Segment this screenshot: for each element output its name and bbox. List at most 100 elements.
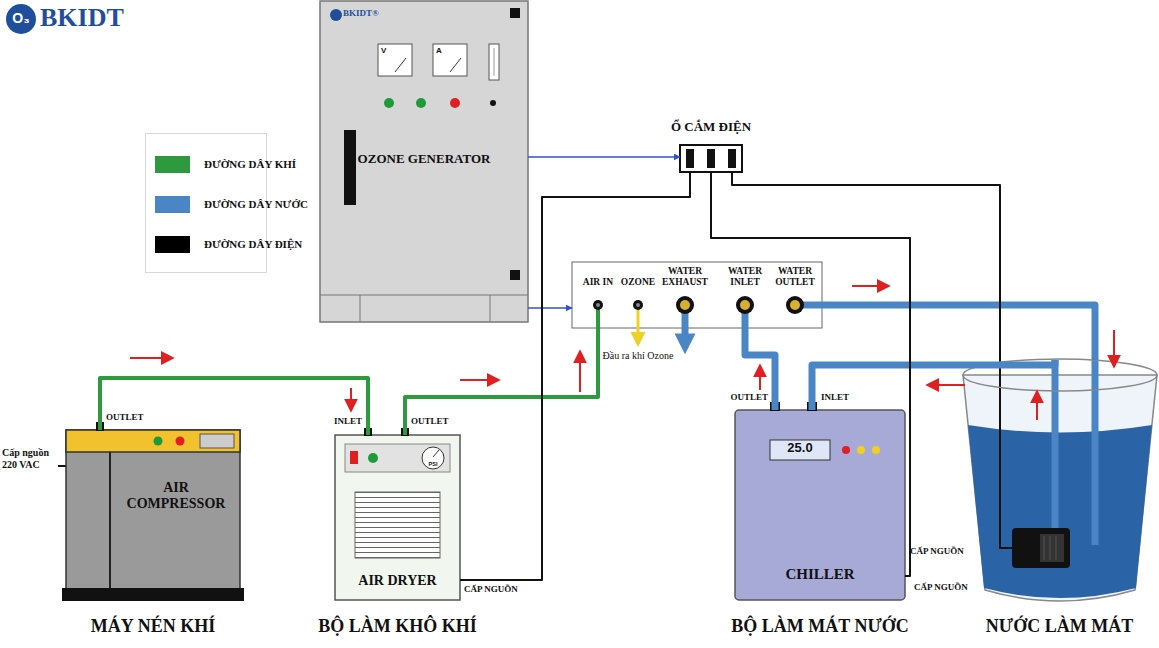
ozone-generator-cabinet (320, 1, 528, 322)
logo-text: BKIDT® (343, 8, 413, 18)
cooling-water-bucket-part (1050, 536, 1051, 560)
legend-text: ĐƯỜNG DÂY KHÍ (204, 158, 296, 170)
cooling-water-bucket-part (1052, 360, 1059, 530)
port-panel-part (596, 303, 600, 307)
temperature-display: 25.0 (770, 441, 830, 456)
ozone-output-note: Đầu ra khí Ozone (600, 350, 676, 362)
ozone-generator-cabinet-part (416, 98, 426, 108)
cooling-water-bucket-part (1012, 528, 1070, 568)
cooling-water-bucket (963, 359, 1157, 601)
ozone-generator-cabinet-part (330, 9, 342, 21)
cooling-water-bucket-part (963, 375, 1157, 601)
ozone-generator-cabinet-part (510, 270, 520, 280)
flow-arrow-part (1113, 330, 1115, 366)
water-chiller-part (857, 446, 865, 454)
air-pipe (100, 378, 368, 435)
logo-mark-part (6, 4, 36, 34)
port-panel-part (680, 300, 690, 310)
cooling-water-bucket-part (1092, 360, 1099, 545)
legend-entry: ĐƯỜNG DÂY KHÍ (146, 144, 266, 184)
ozone-generator-cabinet-part (490, 100, 496, 106)
ozone-generator-cabinet-part (378, 44, 412, 76)
port-name: INLET (821, 392, 865, 402)
water-pipe (812, 360, 1055, 410)
legend-box: ĐƯỜNG DÂY KHÍĐƯỜNG DÂY NƯỚCĐƯỜNG DÂY ĐIỆ… (145, 133, 267, 273)
power-socket-part (728, 149, 736, 168)
node-label: AIR DRYER (335, 573, 460, 589)
node-label: NƯỚC LÀM MÁT (962, 616, 1157, 637)
water-chiller (735, 402, 905, 600)
power-socket-part (707, 149, 715, 168)
air-pipe (405, 328, 598, 435)
port-panel (572, 262, 822, 346)
power-note: CẤP NGUỒN (910, 546, 976, 556)
air-dryer-part (355, 492, 440, 558)
node-caption: BỘ LÀM MÁT NƯỚC (695, 616, 945, 637)
ozone-generator-cabinet-part (510, 8, 520, 18)
air-compressor-part (58, 465, 66, 467)
flow-arrow-part (928, 384, 965, 386)
cooling-water-bucket-part (1056, 536, 1057, 560)
legend-text: ĐƯỜNG DÂY NƯỚC (204, 198, 308, 210)
ozone-generator-cabinet-part (433, 44, 467, 76)
port-name: OUTLET (106, 412, 156, 422)
ozone-generator-cabinet-part (360, 295, 361, 322)
port-name: INLET (314, 416, 362, 426)
cooling-water-bucket-part (968, 425, 1152, 598)
flow-arrow-part (1036, 392, 1038, 420)
air-compressor-part (176, 437, 185, 446)
flow-arrow-part (130, 357, 172, 359)
water-pipe (822, 305, 1095, 360)
ozone-generator-cabinet-part (395, 58, 406, 72)
ozone-generator-cabinet-part (450, 98, 460, 108)
air-compressor-part (109, 452, 111, 590)
flow-arrow-part (350, 388, 352, 410)
node-label: AIR IN (577, 277, 619, 288)
port-panel-part (740, 300, 750, 310)
meter-letter: A (436, 46, 448, 55)
logo-text: BKIDT (40, 3, 150, 33)
logo-mark (6, 4, 36, 34)
ozone-generator-cabinet-part (320, 1, 528, 322)
legend-entry: ĐƯỜNG DÂY NƯỚC (146, 184, 266, 224)
cooling-water-bucket: NƯỚC LÀM MÁT (962, 360, 1157, 600)
node-label: WATER OUTLET (769, 266, 821, 288)
link-arrow (528, 156, 680, 158)
port-panel-part (572, 262, 822, 328)
node-label: Ổ CẮM ĐIỆN (635, 120, 787, 135)
water-chiller-part (770, 440, 830, 460)
meter-letter: V (381, 46, 393, 55)
power-socket: Ổ CẮM ĐIỆN (680, 145, 742, 172)
cooling-water-bucket-part (1040, 534, 1064, 562)
water-chiller-part (735, 410, 905, 600)
logo-symbol: O₃ (6, 10, 36, 26)
node-label: OZONE (618, 277, 658, 288)
flow-arrow-part (579, 352, 581, 392)
air-dryer: AIR DRYERBỘ LÀM KHÔ KHÍ (335, 435, 460, 600)
ozone-generator-cabinet-part (494, 48, 495, 76)
power-note: Cấp nguồn 220 VAC (2, 447, 58, 470)
air-dryer-part (368, 453, 378, 463)
port-panel-part (593, 300, 603, 310)
power-socket (680, 145, 742, 172)
air-compressor: AIR COMPRESSORMÁY NÉN KHÍ (66, 430, 240, 600)
air-dryer-part (345, 444, 450, 472)
node-label: WATER INLET (718, 266, 772, 288)
legend-entry: ĐƯỜNG DÂY ĐIỆN (146, 224, 266, 264)
air-dryer-part (422, 447, 444, 469)
port-panel-part (636, 303, 640, 307)
ozone-generator-cabinet-part (490, 295, 491, 322)
air-dryer (335, 428, 460, 600)
port-panel-part (736, 296, 754, 314)
ozone-generator-cabinet-part (344, 130, 356, 205)
gauge-unit: PSI (425, 461, 441, 467)
node-caption: MÁY NÉN KHÍ (26, 616, 280, 637)
legend-text: ĐƯỜNG DÂY ĐIỆN (204, 238, 302, 250)
air-compressor-part (154, 437, 163, 446)
water-chiller: CHILLERBỘ LÀM MÁT NƯỚC (735, 410, 905, 600)
power-note: CẤP NGUỒN (914, 582, 986, 592)
power-socket-part (686, 149, 694, 168)
